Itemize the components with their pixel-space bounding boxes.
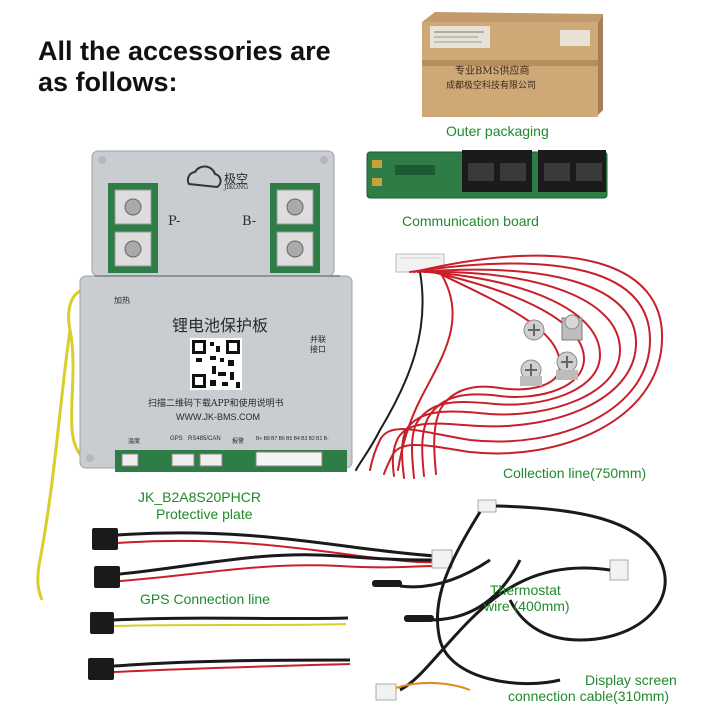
label-gps-line: GPS Connection line <box>140 591 270 607</box>
headline-line-2: as follows: <box>38 67 178 97</box>
plate-title-cn: 锂电池保护板 <box>172 316 269 335</box>
port-temp-label: 温度 <box>128 438 141 445</box>
label-plate-model: JK_B2A8S20PHCR <box>138 489 261 505</box>
plate-website: WWW.JK-BMS.COM <box>176 412 260 422</box>
display-screen-cable <box>375 559 629 701</box>
headline-line-1: All the accessories are <box>38 36 331 66</box>
communication-board <box>366 150 608 199</box>
gps-connection-lines <box>88 528 453 680</box>
box-print-line-2: 成都极空科技有限公司 <box>446 81 537 91</box>
label-collection-line: Collection line(750mm) <box>503 465 647 481</box>
box-print-line-1: 专业BMS供应商 <box>455 66 530 77</box>
parallel-port-label-2: 接口 <box>310 345 326 354</box>
label-display-cable-1: Display screen <box>585 672 677 688</box>
terminal-p-label: P- <box>168 214 181 229</box>
port-cells-label: B+ B8 B7 B6 B5 B4 B3 B2 B1 B- <box>256 436 329 442</box>
label-communication-board: Communication board <box>402 213 539 229</box>
parallel-port-label-1: 并联 <box>310 335 326 344</box>
scan-instruction: 扫描二维码下载APP和使用说明书 <box>148 399 284 409</box>
port-gps-label: GPS <box>170 436 183 442</box>
plate-brand-cn: 极空 <box>224 172 249 186</box>
port-rs485-label: RS485/CAN <box>188 436 221 442</box>
label-protective-plate: Protective plate <box>156 506 253 522</box>
heat-port-label: 加热 <box>114 296 130 305</box>
label-outer-packaging: Outer packaging <box>446 123 549 139</box>
thermostat-wires <box>372 499 667 686</box>
outer-packaging-box <box>422 12 603 117</box>
protective-plate <box>36 150 353 601</box>
collection-line-bundle <box>355 253 664 479</box>
label-thermostat-1: Thermostat <box>490 582 561 598</box>
plate-brand-en: JIKONG <box>224 184 249 191</box>
label-thermostat-2: wire (400mm) <box>484 598 570 614</box>
port-alarm-label: 报警 <box>232 438 245 445</box>
label-display-cable-2: connection cable(310mm) <box>508 688 670 704</box>
mounting-screws <box>520 314 583 386</box>
terminal-b-label: B- <box>242 214 257 229</box>
